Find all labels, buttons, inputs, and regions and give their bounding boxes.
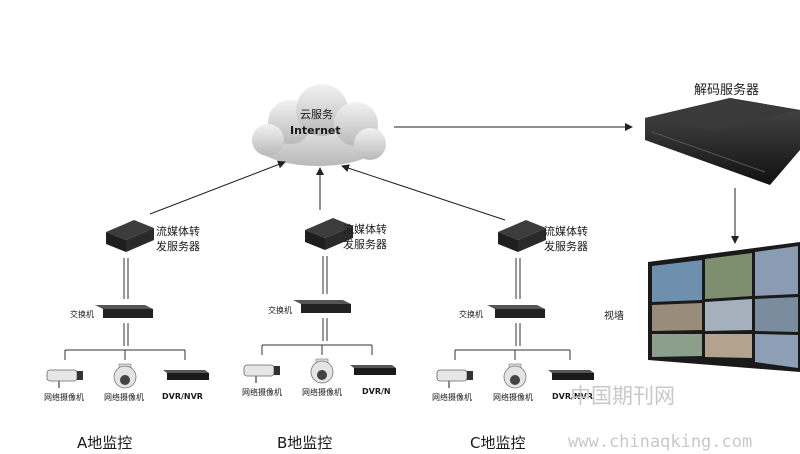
dvr-label-b: DVR/N — [362, 387, 391, 396]
watermark-cn: 中国期刊网 — [570, 384, 675, 408]
dvr-label-a: DVR/NVR — [162, 392, 203, 401]
dvr-label-c: DVR/NVR — [552, 392, 593, 401]
watermark-url: www.chinaqking.com — [568, 432, 753, 452]
dvr-recorder-icon-a — [163, 370, 209, 380]
switch-label-a: 交换机 — [70, 310, 94, 319]
network-switch-icon-a — [95, 305, 153, 318]
camera2-label-c: 网络摄像机 — [493, 393, 533, 402]
bullet-camera-icon-c — [436, 369, 473, 388]
camera1-label-a: 网络摄像机 — [44, 393, 84, 402]
camera1-label-c: 网络摄像机 — [432, 393, 472, 402]
site-label-a: A地监控 — [77, 434, 133, 452]
relay-label-b-line2: 发服务器 — [343, 238, 387, 251]
network-switch-icon-c — [487, 305, 545, 318]
dvr-recorder-icon-b — [350, 365, 396, 375]
relay-label-b-line1: 流媒体转 — [343, 223, 387, 236]
camera2-label-b: 网络摄像机 — [302, 388, 342, 397]
relay-server-icon-b — [305, 218, 353, 250]
cloud-subtitle: Internet — [290, 124, 341, 137]
switch-label-c: 交换机 — [459, 310, 483, 319]
bullet-camera-icon-b — [243, 364, 280, 383]
switch-label-b: 交换机 — [268, 306, 292, 315]
dome-camera-icon-c — [503, 363, 527, 389]
relay-label-c-line2: 发服务器 — [544, 240, 588, 253]
dome-camera-icon-b — [310, 358, 334, 384]
relay-server-icon-a — [106, 220, 154, 252]
site-label-b: B地监控 — [277, 434, 333, 452]
video-wall-label: 视墙 — [604, 311, 624, 322]
video-wall-icon — [648, 242, 800, 372]
c-to-cloud-arrow — [341, 164, 506, 221]
dome-camera-icon-a — [113, 363, 137, 389]
cloud-title: 云服务 — [300, 108, 333, 121]
decoder-label: 解码服务器 — [694, 83, 760, 98]
relay-label-c-line1: 流媒体转 — [544, 225, 588, 238]
bullet-camera-icon-a — [46, 369, 83, 388]
site-label-c: C地监控 — [470, 434, 526, 452]
cloud-icon — [252, 84, 386, 166]
relay-label-a-line2: 发服务器 — [156, 240, 200, 253]
a-to-cloud-arrow — [149, 160, 286, 215]
network-switch-icon-b — [293, 300, 351, 313]
camera1-label-b: 网络摄像机 — [242, 388, 282, 397]
dvr-recorder-icon-c — [548, 370, 594, 380]
relay-server-icon-c — [498, 220, 546, 252]
decoder-server-icon — [645, 98, 800, 185]
relay-label-a-line1: 流媒体转 — [156, 225, 200, 238]
camera2-label-a: 网络摄像机 — [104, 393, 144, 402]
